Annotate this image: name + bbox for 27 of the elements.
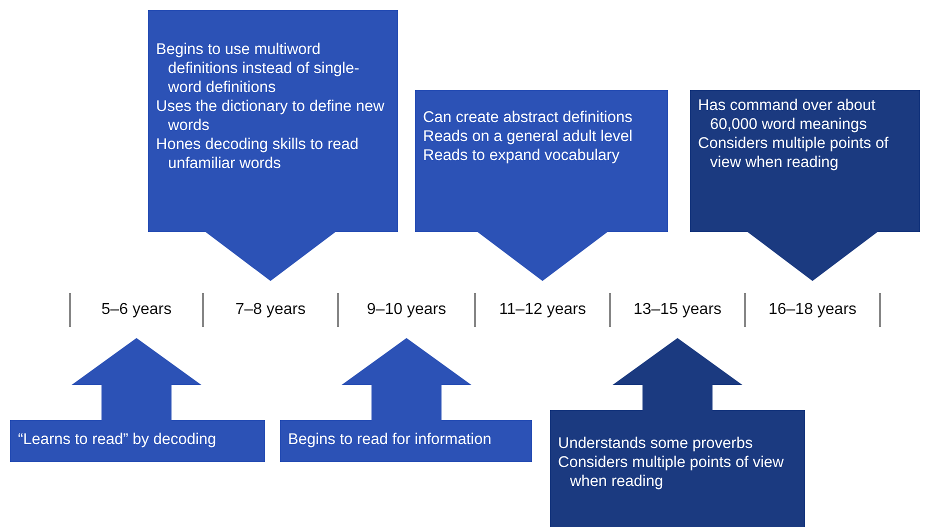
callout-text: Considers multiple points of view when reading	[558, 453, 785, 491]
callout-text: Has command over about 60,000 word meanings	[698, 96, 876, 134]
callout-text: Understands some proverbs	[558, 434, 754, 453]
callout-text: Begins to read for information	[288, 430, 492, 449]
age-label: 5–6 years	[70, 295, 203, 325]
callout-box	[550, 410, 805, 527]
callout-text: Reads on a general adult level	[423, 127, 634, 146]
age-label: 11–12 years	[475, 295, 610, 325]
block-arrow	[72, 338, 202, 420]
age-label: 13–15 years	[610, 295, 745, 325]
block-arrow	[478, 232, 608, 281]
callout-text: Uses the dictionary to define new words	[156, 97, 386, 135]
callout-box	[280, 420, 532, 462]
callout-text: Considers multiple points of view when reading	[698, 134, 890, 172]
age-label: 16–18 years	[745, 295, 880, 325]
block-arrow	[342, 338, 472, 420]
block-arrow	[748, 232, 878, 281]
callout-text: Can create abstract definitions	[423, 108, 634, 127]
callout-text: “Learns to read” by decoding	[18, 430, 218, 449]
callout-box	[10, 420, 265, 462]
block-arrow	[206, 232, 336, 281]
callout-text: Hones decoding skills to read unfamiliar words	[156, 135, 360, 173]
age-label: 9–10 years	[338, 295, 475, 325]
callout-text: Reads to expand vocabulary	[423, 146, 620, 165]
age-label: 7–8 years	[203, 295, 338, 325]
callout-text: Begins to use multiword definitions instead of single-word definitions	[156, 40, 360, 97]
block-arrow	[612, 338, 742, 410]
